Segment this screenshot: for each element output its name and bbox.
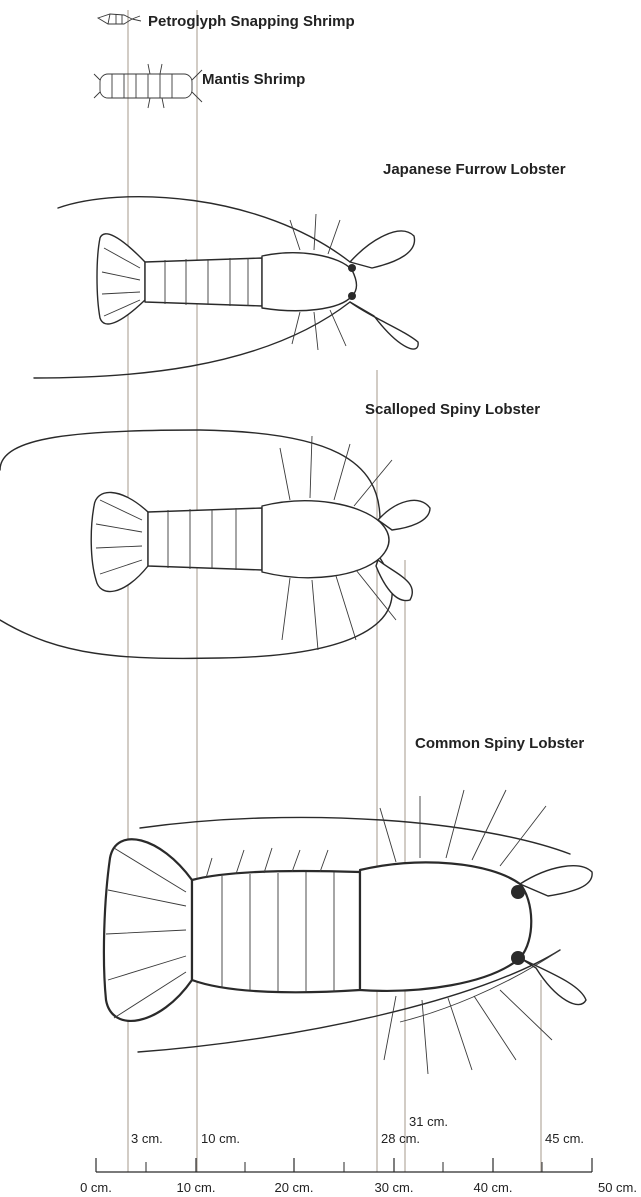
marker-10cm: 10 cm. [201,1131,240,1146]
scale-bar [96,1158,592,1172]
scale-tick-10: 10 cm. [176,1180,215,1195]
marker-31cm: 31 cm. [409,1114,448,1129]
label-scalloped-spiny-lobster: Scalloped Spiny Lobster [365,401,540,418]
scale-tick-0: 0 cm. [80,1180,112,1195]
marker-45cm: 45 cm. [545,1131,584,1146]
mantis-shrimp-drawing [94,64,202,108]
scale-tick-40: 40 cm. [473,1180,512,1195]
scalloped-spiny-lobster-drawing [0,430,430,658]
label-mantis-shrimp: Mantis Shrimp [202,71,305,88]
label-petroglyph-snapping-shrimp: Petroglyph Snapping Shrimp [148,13,355,30]
common-spiny-lobster-drawing [104,790,592,1074]
scale-tick-30: 30 cm. [374,1180,413,1195]
label-common-spiny-lobster: Common Spiny Lobster [415,735,584,752]
marker-28cm: 28 cm. [381,1131,420,1146]
marker-3cm: 3 cm. [131,1131,163,1146]
scale-tick-50: 50 cm. [598,1180,637,1195]
japanese-furrow-lobster-drawing [34,197,418,378]
label-japanese-furrow-lobster: Japanese Furrow Lobster [383,161,566,178]
petroglyph-snapping-shrimp-drawing [98,14,141,24]
scale-tick-20: 20 cm. [274,1180,313,1195]
